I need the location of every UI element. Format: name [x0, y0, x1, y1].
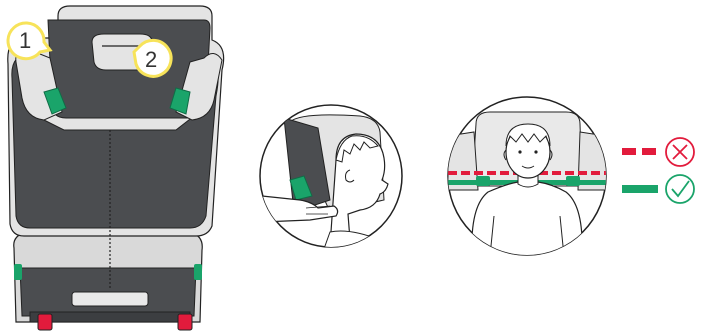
child-eye-left: [518, 150, 521, 153]
child-shoulder-side: [320, 231, 394, 260]
check-circle-icon: [666, 175, 694, 203]
legend-wrong: [622, 138, 694, 166]
legend-wrong-dash-1: [622, 148, 636, 155]
car-seat-illustration: 1 2: [8, 6, 224, 330]
legend-wrong-dash-2: [642, 148, 656, 155]
isofix-connector-right: [178, 314, 192, 330]
isofix-connector-left: [38, 314, 52, 330]
side-view-detail: [260, 105, 402, 260]
callout-2: 2: [134, 40, 171, 76]
front-view-detail: [448, 97, 608, 256]
child-torso: [472, 182, 582, 256]
seat-front-plate: [72, 292, 148, 306]
legend-correct: [622, 175, 694, 203]
belt-guide-right: [194, 264, 202, 280]
cross-circle-icon: [666, 138, 694, 166]
child-eye-right: [534, 150, 537, 153]
base-bar: [30, 312, 190, 322]
legend: [622, 138, 694, 203]
callout-2-number: 2: [145, 47, 157, 72]
legend-correct-bar: [622, 185, 658, 193]
belt-guide-left: [14, 264, 22, 280]
callout-1-number: 1: [19, 28, 31, 53]
